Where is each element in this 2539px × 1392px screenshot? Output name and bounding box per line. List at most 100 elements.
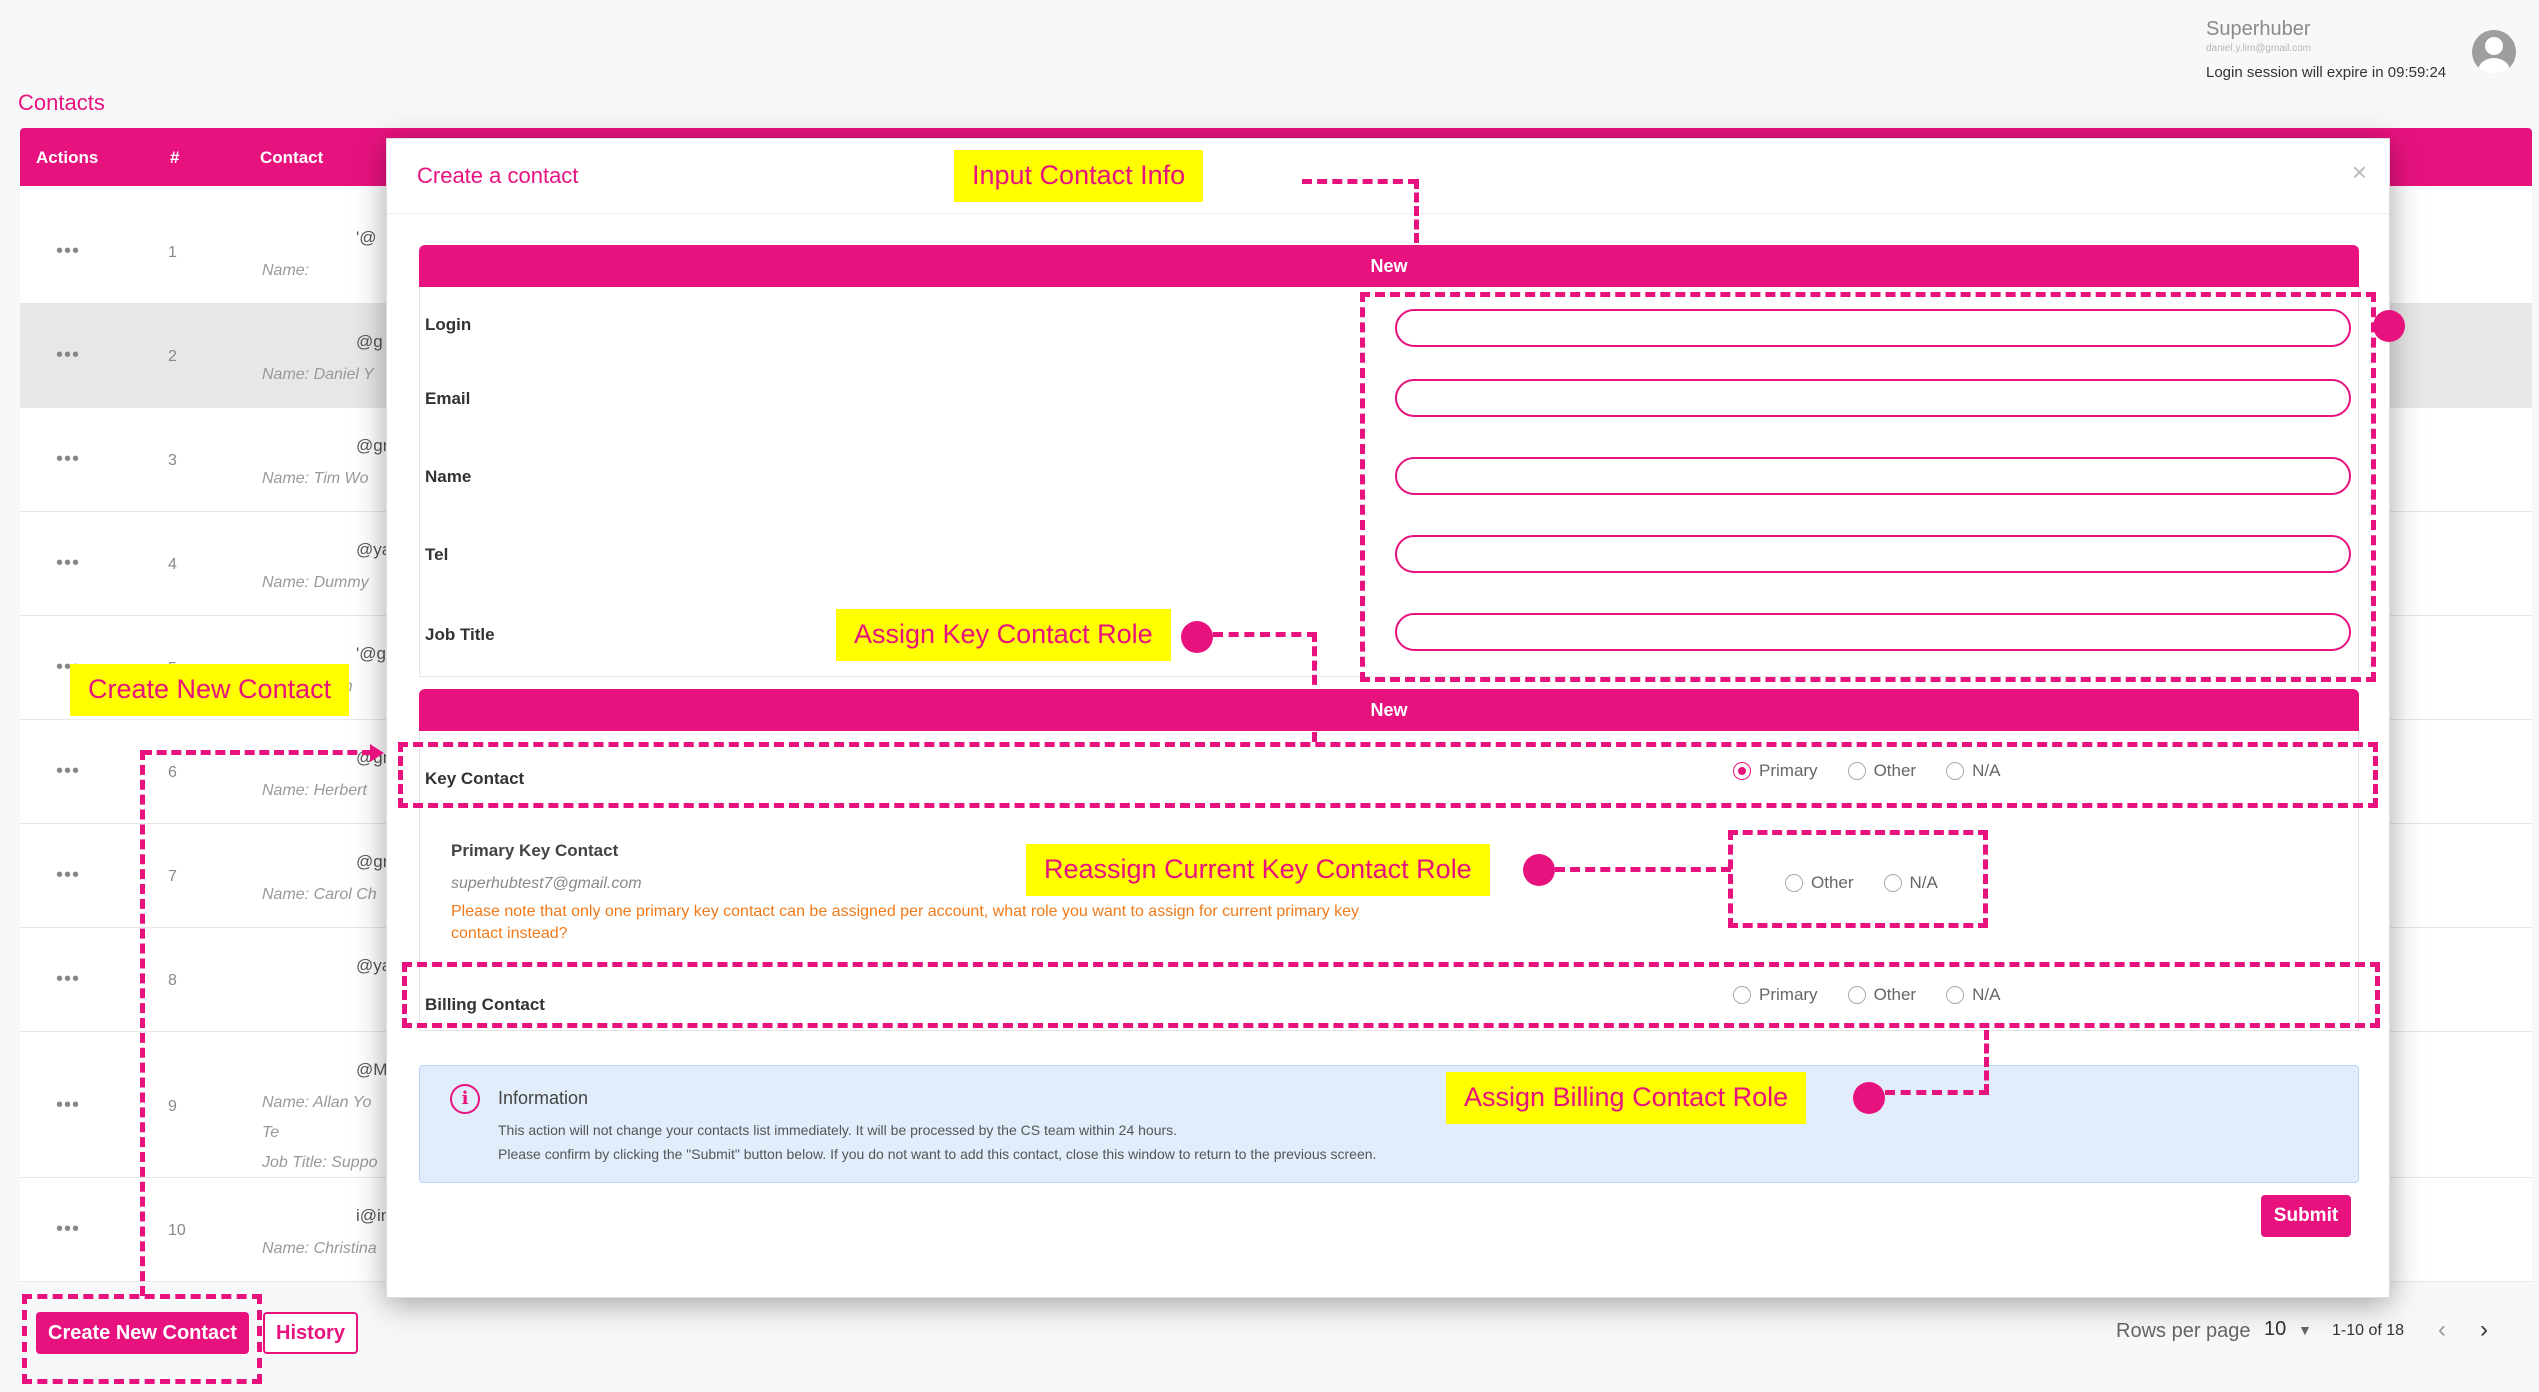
key-contact-primary-option[interactable]: Primary	[1733, 761, 1818, 781]
marker-dot	[1853, 1082, 1885, 1114]
history-button[interactable]: History	[263, 1312, 358, 1354]
radio-unchecked-icon[interactable]	[1785, 874, 1803, 892]
billing-contact-label: Billing Contact	[425, 995, 545, 1014]
contact-name: Name: Allan Yo	[262, 1094, 372, 1111]
highlight-billing-contact	[402, 962, 2380, 1028]
avatar-icon[interactable]	[2472, 30, 2516, 74]
header-actions: Actions	[36, 148, 99, 167]
connector-key-contact-h	[1213, 632, 1317, 637]
contact-name: Name:	[262, 262, 310, 279]
more-actions-icon[interactable]: •••	[56, 552, 81, 574]
email-input[interactable]	[1395, 379, 2351, 417]
modal-divider	[387, 213, 2389, 214]
radio-checked-icon[interactable]	[1733, 762, 1751, 780]
more-actions-icon[interactable]: •••	[56, 1218, 81, 1240]
info-text-1: This action will not change your contact…	[498, 1122, 1178, 1138]
page-title: Contacts	[18, 90, 105, 115]
more-actions-icon[interactable]: •••	[56, 448, 81, 470]
submit-button[interactable]: Submit	[2261, 1195, 2351, 1237]
billing-primary-option[interactable]: Primary	[1733, 985, 1818, 1005]
highlight-reassign-options	[1728, 830, 1988, 928]
modal-title: Create a contact	[417, 163, 579, 188]
rows-per-page-label: Rows per page	[2116, 1320, 2251, 1342]
more-actions-icon[interactable]: •••	[56, 344, 81, 366]
name-label: Name	[425, 467, 472, 486]
connector-create-h	[142, 750, 372, 755]
highlight-contact-fields	[1360, 292, 2376, 682]
billing-na-option[interactable]: N/A	[1946, 985, 2000, 1005]
create-new-contact-button[interactable]: Create New Contact	[36, 1312, 249, 1354]
tel-label: Tel	[425, 545, 449, 564]
pagination-range: 1-10 of 18	[2332, 1322, 2405, 1339]
radio-unchecked-icon[interactable]	[1733, 986, 1751, 1004]
more-actions-icon[interactable]: •••	[56, 864, 81, 886]
callout-assign-billing-contact-role: Assign Billing Contact Role	[1446, 1072, 1807, 1124]
contact-name: Name: Herbert	[262, 782, 367, 799]
row-number: 1	[168, 244, 177, 261]
rows-per-page-select[interactable]: 10	[2264, 1318, 2287, 1340]
radio-unchecked-icon[interactable]	[1946, 762, 1965, 780]
job-title-input[interactable]	[1395, 613, 2351, 651]
login-label: Login	[425, 315, 472, 334]
information-box: i Information This action will not chang…	[419, 1065, 2359, 1183]
radio-unchecked-icon[interactable]	[1847, 762, 1866, 780]
connector-billing-h	[1885, 1090, 1989, 1095]
create-contact-modal: Create a contact × New Login Email Name …	[386, 138, 2390, 1298]
contact-handle: @ya	[356, 956, 392, 975]
section-contact-info-header: New	[419, 245, 2359, 287]
more-actions-icon[interactable]: •••	[56, 968, 81, 990]
login-input[interactable]	[1395, 309, 2351, 347]
contact-handle: @gr	[356, 436, 389, 455]
callout-assign-key-contact-role: Assign Key Contact Role	[836, 609, 1171, 661]
reassign-na-option[interactable]: N/A	[1883, 873, 1938, 893]
arrow-right-icon	[370, 744, 384, 762]
name-input[interactable]	[1395, 457, 2351, 495]
more-actions-icon[interactable]: •••	[56, 240, 81, 262]
billing-contact-radio-group: Primary Other N/A	[1733, 985, 2020, 1005]
contact-name: Name: Daniel Y	[262, 366, 374, 383]
connector-input-info-h	[1302, 179, 1418, 184]
contact-name: Name: Tim Wo	[262, 470, 369, 487]
key-contact-other-option[interactable]: Other	[1847, 761, 1916, 781]
section-contact-info	[419, 287, 2359, 677]
row-number: 3	[168, 452, 177, 469]
reassign-other-option[interactable]: Other	[1785, 873, 1854, 893]
close-icon[interactable]: ×	[2351, 157, 2367, 187]
section-roles	[419, 731, 2359, 1031]
row-number: 9	[168, 1098, 177, 1115]
header-contact[interactable]: Contact	[260, 148, 324, 167]
more-actions-icon[interactable]: •••	[56, 1094, 81, 1116]
radio-unchecked-icon[interactable]	[1883, 874, 1902, 892]
row-number: 7	[168, 868, 177, 885]
callout-create-new-contact: Create New Contact	[70, 664, 350, 716]
job-title-label: Job Title	[425, 625, 495, 644]
contact-job-title: Job Title: Suppo	[262, 1154, 378, 1171]
key-contact-radio-group: Primary Other N/A	[1733, 761, 2020, 781]
billing-other-option[interactable]: Other	[1847, 985, 1916, 1005]
email-label: Email	[425, 389, 471, 408]
connector-billing-v	[1984, 1030, 1989, 1094]
contact-tel: Te	[262, 1124, 280, 1141]
marker-dot	[1523, 854, 1555, 886]
chevron-right-icon[interactable]: ›	[2480, 1316, 2488, 1343]
highlight-create-button	[22, 1294, 262, 1384]
header-number: #	[170, 148, 180, 167]
contact-name: Name: Carol Ch	[262, 886, 377, 903]
info-icon: i	[450, 1084, 480, 1114]
reassign-radio-group: Other N/A	[1785, 873, 1958, 893]
chevron-left-icon[interactable]: ‹	[2438, 1316, 2446, 1343]
more-actions-icon[interactable]: •••	[56, 760, 81, 782]
radio-unchecked-icon[interactable]	[1847, 986, 1866, 1004]
row-number: 4	[168, 556, 177, 573]
info-text-2: Please confirm by clicking the "Submit" …	[498, 1146, 1377, 1162]
contact-handle: @ya	[356, 540, 392, 559]
caret-down-icon[interactable]: ▼	[2298, 1322, 2312, 1338]
radio-unchecked-icon[interactable]	[1946, 986, 1965, 1004]
highlight-key-contact	[398, 742, 2378, 808]
contact-name: Name: Christina	[262, 1240, 377, 1257]
tel-input[interactable]	[1395, 535, 2351, 573]
connector-input-info-v	[1414, 179, 1419, 243]
contact-handle: @g	[356, 332, 383, 351]
key-contact-na-option[interactable]: N/A	[1946, 761, 2000, 781]
contact-handle: '@	[356, 228, 377, 247]
